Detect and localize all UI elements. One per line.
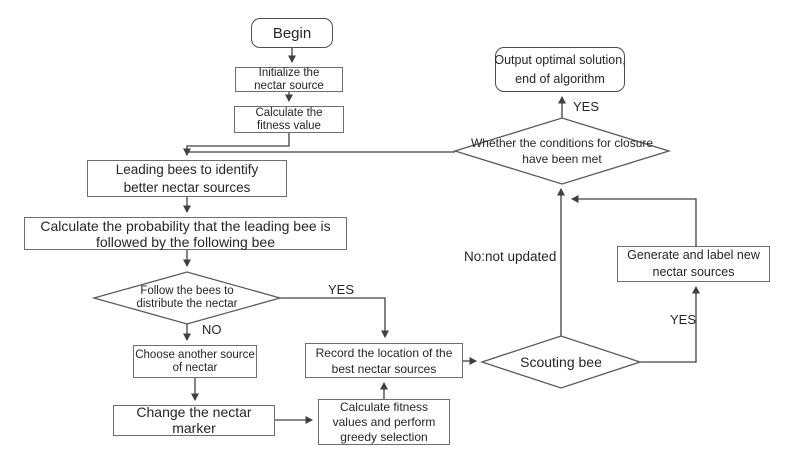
probability-label-line2: followed by the following bee: [95, 233, 275, 250]
change-marker-label-line1: Change the nectar: [136, 404, 252, 420]
record-location-label-line1: Record the location of the: [315, 345, 453, 360]
output-node: Output optimal solution, end of algorith…: [494, 47, 626, 92]
initialize-label-line2: nectar source: [254, 79, 324, 92]
choose-source-label-line2: of nectar: [172, 361, 218, 374]
initialize-node: Initialize the nectar source: [235, 67, 343, 92]
record-location-label-line2: best nectar sources: [331, 361, 437, 376]
edge-scout-yes-to-generate: [640, 286, 700, 363]
calc-fitness-node: Calculate the fitness value: [234, 106, 344, 133]
change-marker-node: Change the nectar marker: [113, 404, 275, 436]
begin-label: Begin: [272, 24, 312, 42]
choose-source-label-line1: Choose another source: [135, 348, 255, 361]
leading-bees-node: Leading bees to identify better nectar s…: [87, 160, 287, 197]
leading-bees-label-line1: Leading bees to identify: [115, 161, 259, 177]
generate-sources-node: Generate and label new nectar sources: [617, 246, 770, 282]
follow-decision-diamond: [91, 271, 283, 325]
closure-yes-label: YES: [573, 99, 600, 114]
scout-yes-label: YES: [670, 312, 697, 327]
calc-fitness-label-line2: fitness value: [257, 119, 321, 132]
leading-bees-label-line2: better nectar sources: [123, 179, 251, 195]
edge-generate-feedback: [571, 195, 697, 246]
output-label-line1: Output optimal solution,: [494, 52, 626, 67]
change-marker-label-line2: marker: [172, 419, 216, 436]
begin-node: Begin: [251, 18, 333, 48]
generate-sources-label-line1: Generate and label new: [627, 248, 760, 262]
probability-label-line1: Calculate the probability that the leadi…: [40, 217, 331, 234]
record-location-node: Record the location of the best nectar s…: [305, 343, 463, 378]
edge-calcfitness-to-leading: [183, 133, 290, 156]
scout-no-label: No:not updated: [464, 249, 557, 264]
calc-greedy-label-line1: Calculate fitness: [339, 399, 429, 414]
choose-source-node: Choose another source of nectar: [133, 345, 257, 378]
follow-no-label: NO: [202, 322, 222, 337]
calc-fitness-label-line1: Calculate the: [255, 106, 323, 119]
probability-node: Calculate the probability that the leadi…: [24, 217, 347, 250]
initialize-label-line1: Initialize the: [258, 66, 320, 79]
calc-greedy-label-line3: greedy selection: [340, 429, 428, 444]
scouting-bee-diamond: [479, 335, 643, 389]
closure-decision-diamond: [452, 117, 672, 185]
calc-greedy-label-line2: values and perform: [332, 414, 436, 429]
calc-greedy-node: Calculate fitness values and perform gre…: [318, 399, 450, 445]
edge-follow-yes-to-record: [280, 297, 389, 338]
output-label-line2: end of algorithm: [515, 71, 605, 86]
generate-sources-label-line2: nectar sources: [652, 265, 735, 279]
follow-yes-label: YES: [328, 282, 355, 297]
